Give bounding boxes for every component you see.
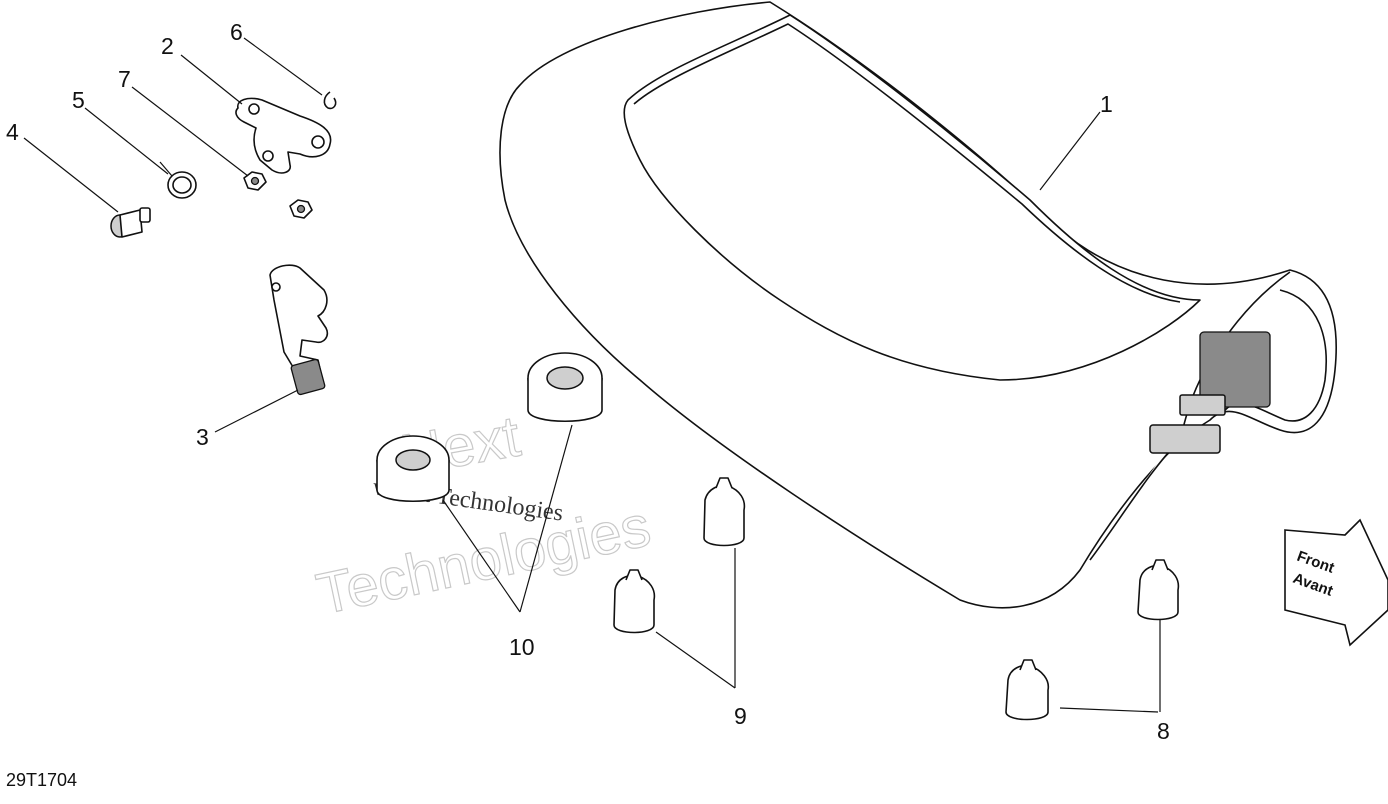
callout-8: 8	[1157, 718, 1170, 744]
bumper-part-8-b	[1005, 659, 1050, 721]
seat-latch-bracket	[1199, 331, 1271, 408]
leader-lines	[23, 37, 1161, 713]
document-code: 29T1704	[6, 770, 78, 790]
callout-1: 1	[1100, 91, 1113, 117]
callout-10: 10	[509, 634, 535, 660]
bumper-part-8-a	[1137, 559, 1180, 621]
latch-lever-part-3	[269, 264, 329, 396]
pin-part-4	[110, 207, 151, 238]
bumper-part-9-a	[703, 477, 746, 547]
watermark: Next Technologies vNext Technologies	[311, 403, 657, 628]
callout-5: 5	[72, 87, 85, 113]
callout-4: 4	[6, 119, 19, 145]
callout-2: 2	[161, 33, 174, 59]
hinge-plate-part-2	[235, 97, 332, 174]
seat-part-1	[499, 1, 1337, 609]
callouts: 1 2 3 4 5 6 7 8 9 10	[6, 19, 1170, 744]
callout-3: 3	[196, 424, 209, 450]
bumper-part-9-b	[613, 569, 656, 634]
front-direction-arrow: Front Avant	[1284, 518, 1388, 647]
spring-part-5	[159, 161, 197, 199]
callout-7: 7	[118, 66, 131, 92]
grommet-part-10-b	[376, 435, 450, 502]
clip-part-6	[323, 91, 337, 110]
nut-part-7	[243, 171, 313, 219]
callout-9: 9	[734, 703, 747, 729]
callout-6: 6	[230, 19, 243, 45]
grommet-part-10-a	[527, 352, 603, 422]
